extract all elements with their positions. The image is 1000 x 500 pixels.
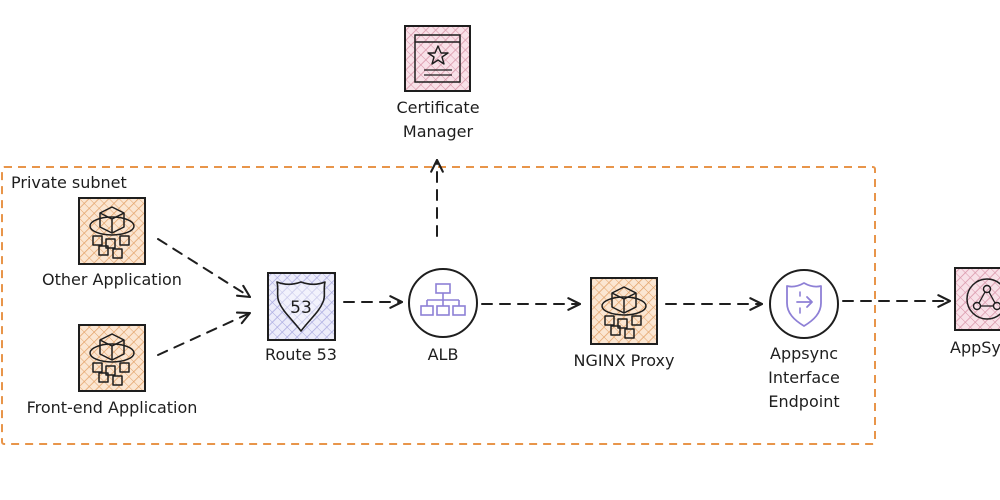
other-application-label: Other Application — [42, 270, 182, 289]
edges — [157, 158, 952, 356]
appsync-label: AppSync — [950, 338, 1000, 357]
appsync-endpoint-label-line1: Appsync — [770, 344, 838, 363]
nginx-proxy-node[interactable] — [590, 277, 658, 345]
certificate-manager-node[interactable] — [404, 25, 471, 92]
appsync-endpoint-label-line2: Interface — [768, 368, 840, 387]
edge-other-app-to-route53 — [157, 238, 252, 299]
route53-node[interactable]: 53 — [267, 272, 336, 341]
alb-label: ALB — [427, 345, 459, 364]
privatelink-shield-icon — [769, 269, 839, 339]
appsync-node[interactable] — [954, 267, 1000, 331]
appsync-endpoint-node[interactable] — [769, 269, 839, 339]
private-subnet-label: Private subnet — [11, 173, 127, 192]
alb-node[interactable] — [408, 268, 478, 338]
route53-label: Route 53 — [265, 345, 337, 364]
certificate-manager-label-line2: Manager — [402, 122, 474, 141]
certificate-manager-label-line1: Certificate — [396, 98, 480, 117]
edge-frontend-app-to-route53 — [157, 311, 252, 356]
frontend-application-label: Front-end Application — [26, 398, 198, 417]
certificate-manager-label: Certificate Manager — [363, 96, 513, 144]
route53-badge-text: 53 — [290, 298, 312, 318]
certificate-icon — [404, 25, 471, 92]
appsync-endpoint-label-line3: Endpoint — [768, 392, 840, 411]
appsync-endpoint-label: Appsync Interface Endpoint — [744, 342, 864, 414]
frontend-application-node[interactable] — [78, 324, 146, 392]
other-application-node[interactable] — [78, 197, 146, 265]
nginx-proxy-label: NGINX Proxy — [573, 351, 675, 370]
